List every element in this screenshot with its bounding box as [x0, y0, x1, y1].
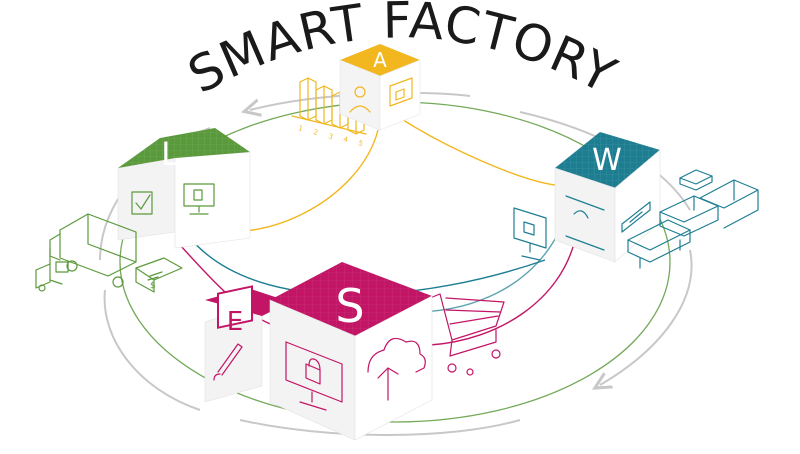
lock-icon — [305, 358, 321, 385]
forklift-icon — [35, 247, 69, 292]
cycle-arrow-left — [103, 289, 201, 411]
cube-w[interactable]: W — [554, 132, 661, 263]
cube-a[interactable]: A — [339, 44, 421, 131]
x-label-1: 1 — [298, 124, 304, 133]
cube-e-label-box — [217, 285, 253, 329]
connection-a-w — [399, 117, 556, 186]
monitor-icon-w — [513, 207, 547, 261]
monitor-icon-l — [183, 183, 215, 215]
brush-icon — [213, 343, 243, 381]
cube-a-letter: A — [373, 48, 387, 72]
checkbox-icon — [131, 191, 153, 215]
monitor-icon-s — [285, 341, 343, 411]
person-icon — [349, 86, 371, 113]
x-label-5: 5 — [358, 139, 364, 148]
cube-a-right — [379, 59, 421, 131]
cube-s-letter: S — [335, 279, 364, 333]
cube-l-letter: L — [161, 135, 179, 173]
conveyor-icon — [627, 169, 759, 269]
svg-text:$: $ — [150, 281, 156, 291]
cube-s[interactable]: S — [269, 262, 433, 441]
monitor-icon — [389, 77, 413, 107]
invoice-icon: $ — [135, 257, 183, 293]
toggle-icon — [621, 201, 651, 233]
x-label-2: 2 — [313, 128, 319, 137]
cycle-arrow-right — [600, 249, 693, 385]
cube-l[interactable]: L — [117, 128, 251, 249]
bar-chart-x-labels: 1 2 3 4 5 — [298, 124, 364, 148]
cycle-arrow-bottom — [239, 419, 521, 436]
connection-w-teal-2 — [419, 229, 561, 313]
cart-icon — [429, 293, 505, 376]
cube-e[interactable]: E — [204, 285, 290, 403]
connection-w-s-magenta — [429, 239, 576, 346]
x-label-4: 4 — [343, 135, 350, 144]
cloud-upload-icon — [367, 337, 426, 401]
cube-w-letter: W — [592, 143, 622, 178]
gauge-icon — [565, 195, 605, 251]
x-label-3: 3 — [328, 132, 334, 141]
cube-l-front-right — [174, 151, 251, 249]
cube-s-front-right — [354, 295, 433, 441]
truck-icon — [49, 213, 137, 288]
cube-e-letter: E — [227, 307, 243, 337]
